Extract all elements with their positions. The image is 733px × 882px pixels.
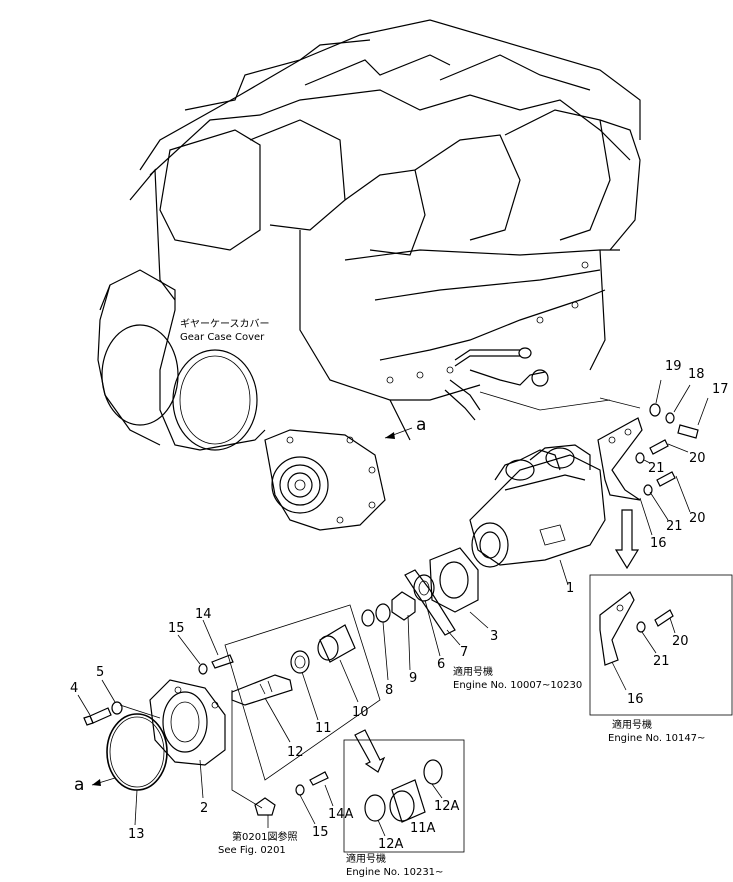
label-part-11a: 11A [410, 821, 436, 836]
applicable-label-jp-1: 適用号機 [453, 665, 493, 678]
washer-part-5 [111, 701, 123, 715]
label-part-15-top: 15 [168, 621, 185, 636]
drive-parts-frame [224, 604, 381, 781]
see-fig-connector [231, 690, 276, 828]
label-part-20-mid: 20 [689, 511, 706, 526]
ring-part-6 [413, 574, 435, 602]
shaft-part-12 [231, 674, 293, 706]
housing-part-2 [149, 679, 226, 766]
see-fig-en: See Fig. 0201 [218, 845, 286, 856]
label-part-10: 10 [352, 705, 369, 720]
label-part-3: 3 [490, 629, 498, 644]
label-part-5: 5 [96, 665, 104, 680]
label-part-20-inset: 20 [672, 634, 689, 649]
gear-case-label-jp: ギヤーケースカバー [180, 318, 270, 330]
label-part-21-inset: 21 [653, 654, 670, 669]
label-part-14: 14 [195, 607, 212, 622]
label-part-11: 11 [315, 721, 332, 736]
washer-part-19 [649, 403, 661, 417]
label-part-16-top: 16 [650, 536, 667, 551]
washer-part-15-bottom [295, 784, 305, 796]
label-part-15-bottom: 15 [312, 825, 329, 840]
gear-case-label-en: Gear Case Cover [180, 332, 265, 343]
air-compressor [469, 444, 606, 568]
applicable-label-jp-2: 適用号機 [612, 718, 652, 731]
arrow-a-top-label: a [416, 415, 426, 435]
gasket-part-3 [429, 547, 479, 613]
bolt-part-14a [309, 771, 329, 786]
bolt-part-14 [211, 654, 234, 669]
arrow-a-left [91, 777, 116, 786]
engine-range-2: Engine No. 10147~ [608, 733, 705, 744]
nut-part-9 [391, 591, 416, 621]
label-part-8: 8 [385, 683, 393, 698]
arrow-down-11a [354, 729, 386, 773]
label-part-12: 12 [287, 745, 304, 760]
bolt-part-17 [677, 424, 699, 439]
label-part-2: 2 [200, 801, 208, 816]
label-part-14a: 14A [328, 807, 354, 822]
label-part-9: 9 [409, 671, 417, 686]
bush-part-10 [317, 624, 356, 663]
engine-range-3: Engine No. 10231~ [346, 867, 443, 878]
bolts-part-20 [649, 439, 676, 487]
see-fig-jp: 第0201図参照 [232, 830, 297, 843]
ring-part-8 [361, 603, 391, 627]
label-part-6: 6 [437, 657, 445, 672]
washer-part-15-top [198, 663, 208, 675]
bracket-part-16 [597, 417, 643, 501]
arrow-down-16 [614, 509, 640, 570]
label-part-16-inset: 16 [627, 692, 644, 707]
label-part-18: 18 [688, 367, 705, 382]
bolt-part-4 [83, 707, 112, 726]
o-ring-part-13 [106, 713, 168, 791]
engine-block [97, 19, 641, 531]
label-part-21-mid: 21 [666, 519, 683, 534]
arrow-a-top [384, 427, 413, 439]
shim-part-7 [404, 569, 456, 636]
label-part-12a-right: 12A [434, 799, 460, 814]
label-part-12a-left: 12A [378, 837, 404, 852]
leader-lines [77, 379, 709, 837]
arrow-a-left-label: a [74, 775, 84, 795]
label-part-20-top: 20 [689, 451, 706, 466]
label-part-13: 13 [128, 827, 145, 842]
label-part-1: 1 [566, 581, 574, 596]
label-part-17: 17 [712, 382, 729, 397]
label-part-7: 7 [460, 645, 468, 660]
applicable-label-jp-3: 適用号機 [346, 852, 386, 865]
label-part-21-top: 21 [648, 461, 665, 476]
washer-part-18 [665, 412, 675, 424]
label-part-19: 19 [665, 359, 682, 374]
label-part-4: 4 [70, 681, 78, 696]
washers-part-21 [635, 452, 653, 496]
inset-box-16 [589, 574, 733, 716]
inset-box-11a [343, 739, 465, 853]
sleeve-part-11 [290, 650, 310, 674]
engine-range-1: Engine No. 10007~10230 [453, 680, 582, 691]
